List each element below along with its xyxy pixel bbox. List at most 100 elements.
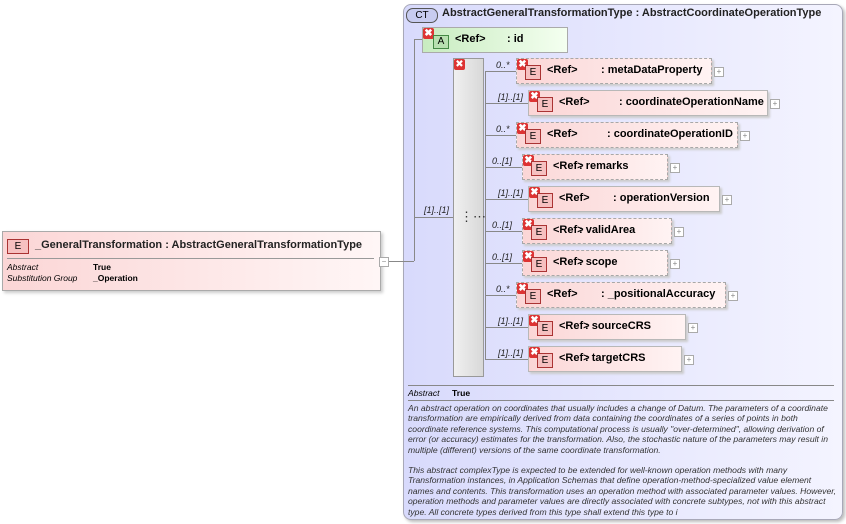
abstract-value: True — [452, 388, 471, 398]
abstract-marker-icon: ✖ — [423, 28, 434, 39]
abstract-marker-icon: ✖ — [523, 219, 534, 230]
abstract-marker-icon: ✖ — [529, 187, 540, 198]
cardinality: 0..[1] — [492, 220, 513, 230]
connector — [485, 359, 528, 360]
cardinality: [1]..[1] — [498, 92, 524, 102]
cardinality: 0..* — [496, 60, 510, 70]
attribute-ref: <Ref> — [455, 33, 486, 45]
sequence-cardinality: [1]..[1] — [424, 205, 450, 215]
expand-button[interactable]: + — [714, 67, 724, 77]
connector — [485, 263, 522, 264]
element-row[interactable]: ✖ E <Ref> : metaDataProperty — [516, 58, 712, 84]
expand-button[interactable]: + — [670, 163, 680, 173]
element-badge-icon: E — [531, 225, 547, 240]
expand-button[interactable]: + — [688, 323, 698, 333]
cardinality: 0..* — [496, 284, 510, 294]
connector — [485, 135, 516, 136]
element-name: : coordinateOperationID — [607, 128, 733, 140]
attribute-id[interactable]: ✖ A <Ref> : id — [422, 27, 568, 53]
expand-button[interactable]: + — [670, 259, 680, 269]
element-row[interactable]: ✖ E <Ref> : coordinateOperationID — [516, 122, 738, 148]
element-badge-icon: E — [537, 97, 553, 112]
divider — [7, 258, 374, 259]
element-ref: <Ref> — [553, 256, 584, 268]
sequence-icon: ⋮⋯ — [460, 209, 486, 224]
element-ref: <Ref> — [547, 128, 578, 140]
element-ref: <Ref> — [547, 64, 578, 76]
divider — [408, 400, 834, 401]
attribute-badge: A — [433, 35, 449, 49]
expand-button[interactable]: + — [722, 195, 732, 205]
element-name: : validArea — [579, 224, 636, 236]
prop-label: Abstract — [7, 262, 39, 272]
divider — [408, 385, 834, 386]
element-name: : sourceCRS — [585, 320, 652, 332]
element-badge-icon: E — [525, 289, 541, 304]
connector — [485, 103, 528, 104]
element-row[interactable]: ✖ E <Ref> : validArea — [522, 218, 672, 244]
complex-type-badge: CT — [406, 8, 438, 23]
element-row[interactable]: ✖ E <Ref> : targetCRS — [528, 346, 682, 372]
element-general-transformation[interactable]: E _GeneralTransformation : AbstractGener… — [2, 231, 381, 291]
doc-paragraph: An abstract operation on coordinates tha… — [408, 403, 828, 455]
element-row[interactable]: ✖ E <Ref> : remarks — [522, 154, 668, 180]
prop-value: True — [93, 262, 111, 272]
connector — [485, 327, 528, 328]
element-name: : _positionalAccuracy — [601, 288, 716, 300]
element-badge-icon: E — [531, 257, 547, 272]
connector — [414, 39, 415, 261]
cardinality: [1]..[1] — [498, 348, 524, 358]
expand-button[interactable]: + — [740, 131, 750, 141]
abstract-marker-icon: ✖ — [517, 283, 528, 294]
sequence-compositor[interactable]: ✖ ⋮⋯ — [453, 58, 486, 377]
abstract-marker-icon: ✖ — [523, 155, 534, 166]
element-name: : operationVersion — [613, 192, 710, 204]
cardinality: 0..* — [496, 124, 510, 134]
abstract-marker-icon: ✖ — [529, 91, 540, 102]
connector — [485, 231, 522, 232]
cardinality: 0..[1] — [492, 252, 513, 262]
element-name: : coordinateOperationName — [619, 96, 764, 108]
element-ref: <Ref> — [553, 224, 584, 236]
element-ref: <Ref> — [559, 352, 590, 364]
element-row[interactable]: ✖ E <Ref> : sourceCRS — [528, 314, 686, 340]
element-row[interactable]: ✖ E <Ref> : operationVersion — [528, 186, 720, 212]
element-ref: <Ref> — [559, 96, 590, 108]
complex-type-title: AbstractGeneralTransformationType : Abst… — [442, 7, 822, 19]
expand-button[interactable]: + — [684, 355, 694, 365]
element-badge-icon: E — [537, 193, 553, 208]
element-row[interactable]: ✖ E <Ref> : _positionalAccuracy — [516, 282, 726, 308]
abstract-marker-icon: ✖ — [529, 347, 540, 358]
connector — [485, 295, 516, 296]
prop-value: _Operation — [93, 273, 138, 283]
cardinality: [1]..[1] — [498, 316, 524, 326]
abstract-marker-icon: ✖ — [523, 251, 534, 262]
expand-button[interactable]: + — [674, 227, 684, 237]
abstract-marker-icon: ✖ — [529, 315, 540, 326]
element-ref: <Ref> — [559, 320, 590, 332]
element-badge-icon: E — [537, 353, 553, 368]
abstract-marker-icon: ✖ — [517, 123, 528, 134]
element-name: : metaDataProperty — [601, 64, 703, 76]
element-name: : scope — [579, 256, 618, 268]
doc-paragraph: This abstract complexType is expected to… — [408, 465, 837, 517]
element-badge: E — [7, 239, 29, 254]
expand-button[interactable]: + — [728, 291, 738, 301]
cardinality: 0..[1] — [492, 156, 513, 166]
attribute-name: : id — [507, 33, 524, 45]
element-badge-icon: E — [537, 321, 553, 336]
element-badge-icon: E — [531, 161, 547, 176]
cardinality: [1]..[1] — [498, 188, 524, 198]
element-row[interactable]: ✖ E <Ref> : scope — [522, 250, 668, 276]
element-badge-icon: E — [525, 65, 541, 80]
element-row[interactable]: ✖ E <Ref> : coordinateOperationName — [528, 90, 768, 116]
abstract-marker-icon: ✖ — [517, 59, 528, 70]
abstract-label: Abstract — [408, 388, 440, 398]
collapse-button[interactable]: − — [379, 257, 389, 267]
abstract-marker-icon: ✖ — [454, 59, 465, 70]
connector — [389, 261, 414, 262]
expand-button[interactable]: + — [770, 99, 780, 109]
connector — [414, 39, 422, 40]
documentation: An abstract operation on coordinates tha… — [408, 403, 836, 517]
element-badge-icon: E — [525, 129, 541, 144]
